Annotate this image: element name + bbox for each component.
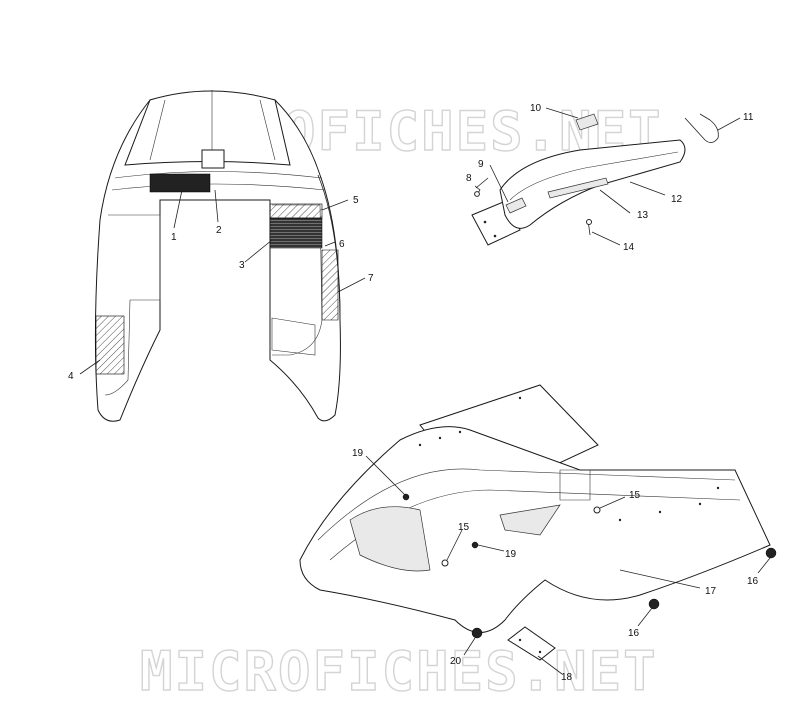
callout-6: 6: [339, 239, 345, 250]
callout-20: 20: [450, 656, 462, 667]
callout-5: 5: [353, 195, 359, 206]
callout-12: 12: [671, 194, 683, 205]
hood-assembly: [79, 90, 366, 422]
callout-15a: 15: [629, 490, 641, 501]
callout-2: 2: [216, 225, 222, 236]
part-13-decal: [547, 177, 609, 199]
callout-18: 18: [561, 672, 573, 683]
belly-pan-assembly: [299, 384, 777, 675]
part-6-edge-trim: [317, 174, 341, 321]
part-4-pad: [95, 315, 125, 375]
part-10-clip: [575, 113, 599, 131]
part-11-wire: [684, 113, 719, 143]
callout-13: 13: [637, 210, 649, 221]
part-16-grommet-a: [765, 547, 777, 559]
callout-10: 10: [530, 103, 542, 114]
callout-16a: 16: [747, 576, 759, 587]
callout-15b: 15: [458, 522, 470, 533]
callout-17: 17: [705, 586, 717, 597]
callout-labels: 1 2 3 4 5 6 7 8 9 10 11 12 13 14 15 15 1…: [68, 103, 759, 683]
callout-16b: 16: [628, 628, 640, 639]
part-20-grommet: [471, 627, 483, 639]
part-3-insulation: [269, 217, 323, 249]
callout-4: 4: [68, 371, 74, 382]
upper-panel-assembly: [471, 107, 741, 246]
callout-3: 3: [239, 260, 245, 271]
callout-8: 8: [466, 173, 472, 184]
callout-19a: 19: [352, 448, 364, 459]
part-1-foam-strip: [149, 173, 211, 193]
part-5-pad: [269, 203, 323, 219]
watermark-bottom: MICROFICHES.NET: [140, 640, 658, 703]
part-9-decal: [505, 197, 527, 214]
callout-14: 14: [623, 242, 635, 253]
callout-1: 1: [171, 232, 177, 243]
part-18-plate: [507, 626, 556, 661]
callout-7: 7: [368, 273, 374, 284]
part-7-side-pad: [321, 249, 339, 321]
part-inner-channel: [349, 506, 431, 572]
callout-9: 9: [478, 159, 484, 170]
callout-11: 11: [743, 112, 754, 123]
callout-19b: 19: [505, 549, 517, 560]
part-16-grommet-b: [648, 598, 660, 610]
